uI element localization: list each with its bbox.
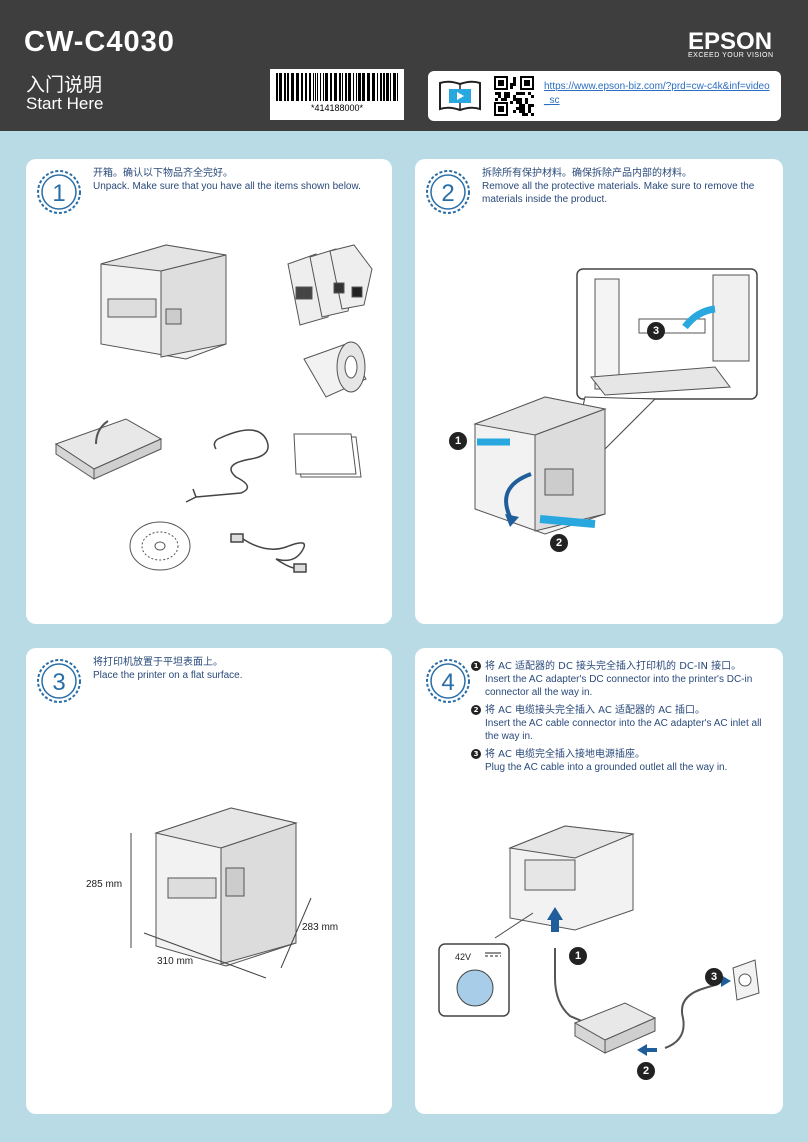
- step-1-text: 开箱。确认以下物品齐全完好。 Unpack. Make sure that yo…: [93, 167, 383, 193]
- step-4-number: 4: [441, 669, 454, 696]
- step-1-en: Unpack. Make sure that you have all the …: [93, 181, 361, 192]
- ac-adapter-image: [54, 418, 163, 480]
- step-4-badge-icon: 4: [426, 659, 470, 703]
- substep-2: 2 将 AC 电缆接头完全插入 AC 适配器的 AC 插口。 Insert th…: [471, 704, 775, 743]
- header: CW-C4030 入门说明 Start Here *414188000* EPS…: [0, 0, 808, 131]
- callout-2: 2: [637, 1062, 655, 1080]
- cd-rom-image: [129, 521, 191, 571]
- ink-cartridges-image: [287, 244, 373, 326]
- protective-material-illustration: [473, 268, 758, 535]
- step-3-cn: 将打印机放置于平坦表面上。: [93, 657, 223, 668]
- dimension-depth: 283 mm: [302, 922, 339, 933]
- step-2-text: 拆除所有保护材料。确保拆除产品内部的材料。 Remove all the pro…: [482, 167, 772, 206]
- title-chinese: 入门说明: [26, 74, 103, 96]
- barcode: *414188000*: [270, 69, 404, 120]
- printer-image: [473, 396, 607, 535]
- model-name: CW-C4030: [24, 26, 175, 58]
- step-3-en: Place the printer on a flat surface.: [93, 670, 243, 681]
- video-book-icon: [439, 80, 481, 112]
- barcode-text: *414188000*: [310, 103, 364, 113]
- step-2-number: 2: [441, 180, 454, 207]
- dimension-width: 310 mm: [157, 956, 194, 967]
- step-3-badge-icon: 3: [37, 659, 81, 703]
- callout-2: 2: [550, 534, 568, 552]
- substep-3-number: 3: [471, 749, 481, 759]
- step-1-cn: 开箱。确认以下物品齐全完好。: [93, 168, 233, 179]
- step-3-text: 将打印机放置于平坦表面上。 Place the printer on a fla…: [93, 656, 383, 682]
- step-3-number: 3: [52, 669, 65, 696]
- step-2-badge-icon: 2: [426, 170, 470, 214]
- qr-code-icon: [494, 76, 534, 116]
- paper-roll-image: [303, 341, 367, 398]
- step-1-number: 1: [52, 180, 65, 207]
- ac-cable-image: [185, 429, 269, 503]
- printer-image: [100, 244, 227, 360]
- barcode-bars-icon: [276, 73, 398, 101]
- step-1-badge-icon: 1: [37, 170, 81, 214]
- substep-1-en: Insert the AC adapter's DC connector int…: [485, 674, 753, 698]
- outlet-image: [732, 959, 760, 1001]
- usb-cable-image: [230, 533, 307, 573]
- step-4-panel: 4 1 将 AC 适配器的 DC 接头完全插入打印机的 DC-IN 接口。 In…: [415, 648, 783, 1114]
- box-contents-illustration: [54, 244, 373, 573]
- step-3-panel: 3 将打印机放置于平坦表面上。 Place the printer on a f…: [26, 648, 392, 1114]
- power-connection-illustration: [438, 825, 760, 1056]
- step-2-en: Remove all the protective materials. Mak…: [482, 181, 755, 205]
- substep-2-cn: 将 AC 电缆接头完全插入 AC 适配器的 AC 插口。: [485, 705, 706, 716]
- epson-logo: EPSON: [688, 28, 773, 55]
- tagline: EXCEED YOUR VISION: [688, 52, 774, 59]
- video-url-link[interactable]: https://www.epson-biz.com/?prd=cw-c4k&in…: [544, 81, 770, 106]
- substep-1: 1 将 AC 适配器的 DC 接头完全插入打印机的 DC-IN 接口。 Inse…: [471, 660, 775, 699]
- substep-2-number: 2: [471, 705, 481, 715]
- substep-3-cn: 将 AC 电缆完全插入接地电源插座。: [485, 749, 646, 760]
- substep-1-cn: 将 AC 适配器的 DC 接头完全插入打印机的 DC-IN 接口。: [485, 661, 742, 672]
- printer-dimensions-illustration: [130, 807, 312, 979]
- callout-3: 3: [705, 968, 723, 986]
- dimension-height: 285 mm: [86, 879, 123, 890]
- voltage-label: 42V: [455, 952, 472, 962]
- substep-2-en: Insert the AC cable connector into the A…: [485, 718, 762, 742]
- substep-1-number: 1: [471, 661, 481, 671]
- step-2-cn: 拆除所有保护材料。确保拆除产品内部的材料。: [482, 168, 692, 179]
- manual-sheet-image: [293, 433, 362, 478]
- step-2-panel: 2 拆除所有保护材料。确保拆除产品内部的材料。 Remove all the p…: [415, 159, 783, 624]
- substep-3-en: Plug the AC cable into a grounded outlet…: [485, 762, 728, 773]
- zoom-inset: [576, 268, 758, 400]
- title-english: Start Here: [26, 94, 104, 113]
- callout-3: 3: [647, 322, 665, 340]
- substep-3: 3 将 AC 电缆完全插入接地电源插座。 Plug the AC cable i…: [471, 748, 775, 774]
- callout-1: 1: [449, 432, 467, 450]
- video-link-box: https://www.epson-biz.com/?prd=cw-c4k&in…: [428, 71, 781, 121]
- step-1-panel: 1 开箱。确认以下物品齐全完好。 Unpack. Make sure that …: [26, 159, 392, 624]
- callout-1: 1: [569, 947, 587, 965]
